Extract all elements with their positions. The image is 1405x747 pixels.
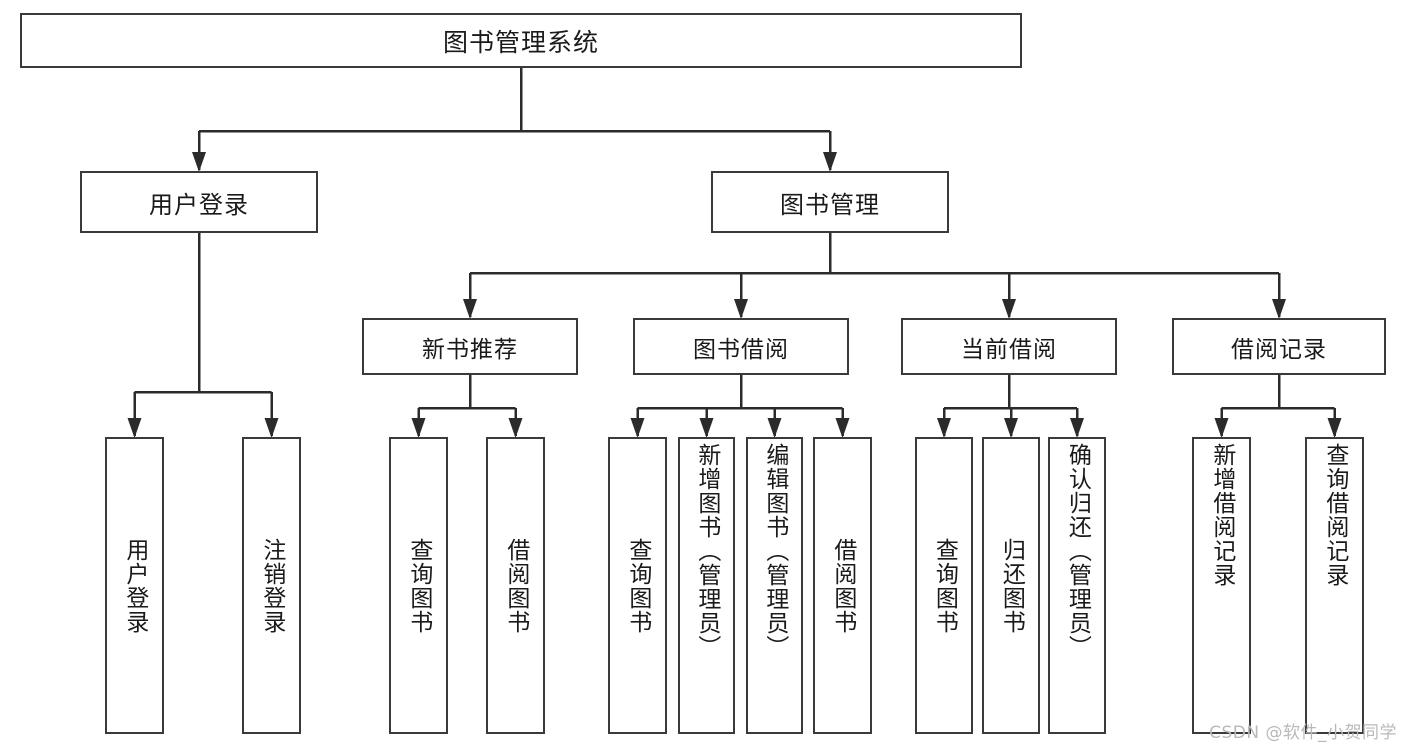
node-label: 借阅图书 [502,537,529,634]
node-leaf-qry-record[interactable]: 查询借阅记录 [1305,437,1364,734]
node-leaf-edit-book[interactable]: 编辑图书（管理员） [746,437,803,734]
node-leaf-add-book[interactable]: 新增图书（管理员） [678,437,735,734]
node-label: 借阅记录 [1231,336,1327,363]
node-label: 当前借阅 [961,336,1057,363]
node-label: 图书借阅 [693,336,789,363]
node-user-login[interactable]: 用户登录 [80,171,318,233]
node-leaf-logout[interactable]: 注销登录 [242,437,301,734]
node-leaf-borrow-2[interactable]: 借阅图书 [813,437,872,734]
node-borrow-record[interactable]: 借阅记录 [1172,318,1386,375]
node-label: 查询图书 [624,537,651,634]
node-label: 新增借阅记录 [1208,443,1235,587]
node-leaf-user-login[interactable]: 用户登录 [105,437,164,734]
node-label: 新增图书（管理员） [693,443,720,659]
node-label: 归还图书 [998,537,1025,634]
node-label: 查询图书 [931,537,958,634]
node-current-borrow[interactable]: 当前借阅 [901,318,1117,375]
node-label: 注销登录 [258,537,285,634]
node-leaf-query-1[interactable]: 查询图书 [389,437,448,734]
node-leaf-query-2[interactable]: 查询图书 [608,437,667,734]
watermark-label: CSDN @软件_小贺同学 [1209,723,1397,743]
node-label: 编辑图书（管理员） [761,443,788,659]
node-book-borrow[interactable]: 图书借阅 [633,318,849,375]
node-leaf-query-3[interactable]: 查询图书 [915,437,973,734]
node-label: 新书推荐 [422,336,518,363]
node-label: 查询借阅记录 [1321,443,1348,587]
node-leaf-return[interactable]: 归还图书 [982,437,1040,734]
node-leaf-confirm[interactable]: 确认归还（管理员） [1048,437,1106,734]
node-root[interactable]: 图书管理系统 [20,13,1022,68]
node-label: 借阅图书 [829,537,856,634]
node-label: 图书管理系统 [442,27,599,57]
node-leaf-add-record[interactable]: 新增借阅记录 [1192,437,1251,734]
node-book-manage[interactable]: 图书管理 [711,171,949,233]
node-new-book-rec[interactable]: 新书推荐 [362,318,578,375]
node-label: 确认归还（管理员） [1064,443,1091,659]
node-label: 查询图书 [405,537,432,634]
node-label: 用户登录 [121,537,148,634]
node-label: 用户登录 [149,190,249,219]
node-leaf-borrow-1[interactable]: 借阅图书 [486,437,545,734]
node-label: 图书管理 [780,190,880,219]
